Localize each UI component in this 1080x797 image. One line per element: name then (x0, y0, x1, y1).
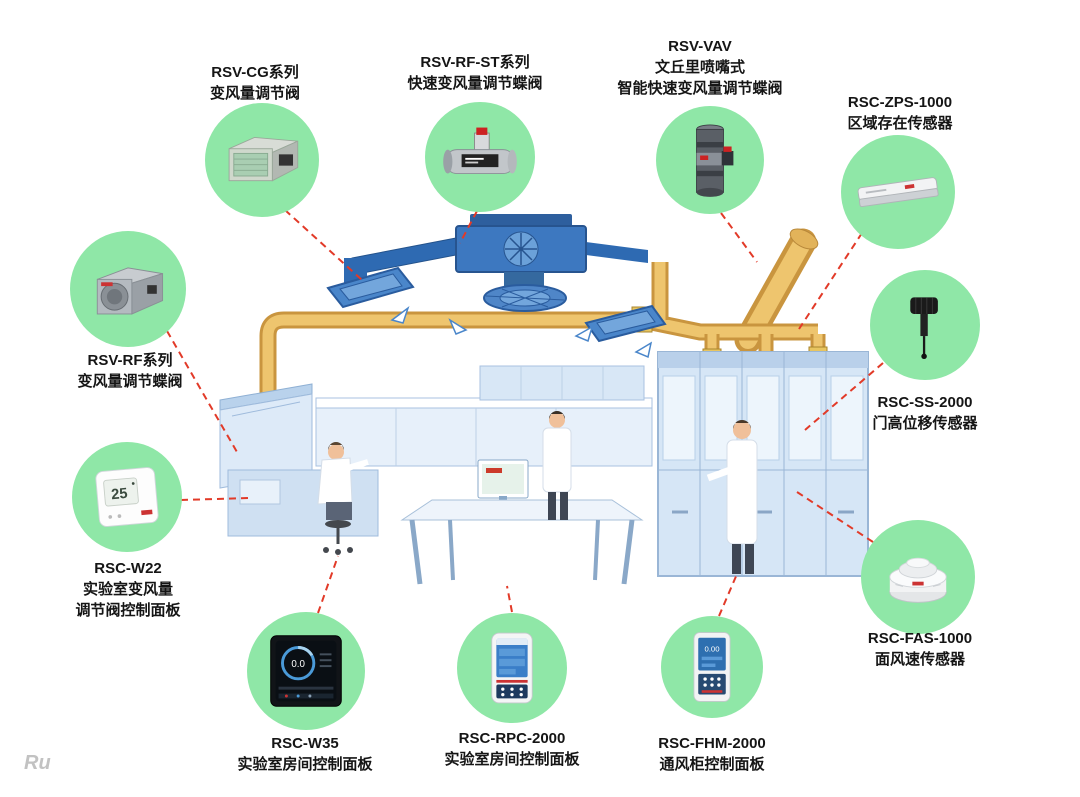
product-image-rsc-zps-1000 (841, 135, 955, 249)
connector-rsc-zps (798, 232, 863, 330)
rsc-zps-sensor-icon (857, 177, 939, 208)
rsv-cg-damper-icon (228, 136, 299, 182)
product-desc: 变风量调节蝶阀 (77, 373, 183, 390)
product-image-rsv-rf (70, 231, 186, 347)
w35-value-display: 0.0 (291, 659, 305, 670)
product-image-rsv-cg (205, 103, 319, 217)
rsv-vav-venturi-icon (696, 124, 734, 197)
product-desc: 文丘里喷嘴式 (654, 59, 746, 76)
product-name: RSV-RF-ST系列 (420, 54, 530, 71)
connector-rsc-w22 (180, 497, 251, 501)
label-rsv-vav: RSV-VAV 文丘里喷嘴式 智能快速变风量调节蝶阀 (617, 36, 782, 99)
label-rsc-fhm-2000: RSC-FHM-2000 通风柜控制面板 (658, 733, 766, 775)
product-desc: 快速变风量调节蝶阀 (407, 75, 543, 92)
label-rsc-w35: RSC-W35 实验室房间控制面板 (237, 733, 372, 775)
fhm-value-display: 0.00 (704, 645, 719, 654)
connector-rsc-rpc (506, 585, 513, 613)
connector-rsc-fhm (718, 573, 738, 617)
rsv-rf-damper-icon (96, 267, 164, 315)
product-image-rsv-rf-st (425, 102, 535, 212)
product-desc2: 调节阀控制面板 (75, 602, 181, 619)
person-standing-center (542, 411, 572, 520)
product-image-rsc-fhm-2000: 0.00 (661, 616, 763, 718)
product-desc: 实验室房间控制面板 (444, 751, 580, 768)
product-image-rsc-w35: 0.0 (247, 612, 365, 730)
connector-rsc-ss (804, 362, 884, 431)
connector-rsv-rf-st (459, 210, 478, 244)
product-name: RSV-VAV (668, 38, 732, 55)
label-rsc-rpc-2000: RSC-RPC-2000 实验室房间控制面板 (444, 728, 579, 770)
label-rsv-rf: RSV-RF系列 变风量调节蝶阀 (77, 350, 182, 392)
product-name: RSC-ZPS-1000 (847, 94, 953, 111)
airflow-arrows (390, 305, 653, 359)
product-name: RSC-SS-2000 (877, 394, 973, 411)
connector-rsc-fas (796, 491, 874, 543)
product-name: RSC-RPC-2000 (458, 730, 566, 747)
ceiling-diffusers (326, 266, 667, 343)
rsc-w35-panel-icon: 0.0 (270, 635, 342, 707)
connector-rsc-w35 (317, 555, 339, 614)
product-desc: 实验室房间控制面板 (237, 756, 373, 773)
product-desc: 区域存在传感器 (847, 115, 953, 132)
product-image-rsc-w22: 25 (72, 442, 182, 552)
person-sitting-left (317, 442, 369, 555)
product-name: RSC-W22 (94, 560, 162, 577)
w22-temp-display: 25 (111, 486, 129, 503)
product-name: RSV-CG系列 (211, 64, 299, 81)
product-image-rsv-vav (656, 106, 764, 214)
rsv-rf-st-damper-icon (443, 127, 517, 175)
product-image-rsc-ss-2000 (870, 270, 980, 380)
label-rsc-ss-2000: RSC-SS-2000 门高位移传感器 (872, 392, 977, 434)
connector-rsv-cg (284, 209, 363, 281)
label-rsc-zps-1000: RSC-ZPS-1000 区域存在传感器 (847, 92, 952, 134)
product-image-rsc-rpc-2000 (457, 613, 567, 723)
product-desc: 变风量调节阀 (209, 85, 301, 102)
product-desc: 面风速传感器 (874, 651, 966, 668)
watermark-text: Ru (24, 752, 51, 774)
person-standing-right (706, 420, 758, 574)
product-desc2: 智能快速变风量调节蝶阀 (617, 80, 783, 97)
product-name: RSC-W35 (271, 735, 339, 752)
product-desc: 门高位移传感器 (872, 415, 978, 432)
rsc-fas-sensor-icon (889, 557, 947, 603)
label-rsc-w22: RSC-W22 实验室变风量 调节阀控制面板 (75, 558, 180, 621)
lab-benches (219, 365, 653, 537)
label-rsv-rf-st: RSV-RF-ST系列 快速变风量调节蝶阀 (407, 52, 542, 94)
rsc-ss-sensor-icon (910, 297, 938, 360)
center-table (400, 459, 644, 585)
product-desc: 实验室变风量 (82, 581, 174, 598)
label-rsv-cg: RSV-CG系列 变风量调节阀 (210, 62, 300, 104)
rsc-w22-panel-icon: 25 (95, 467, 159, 527)
connector-rsv-vav (720, 212, 758, 263)
fume-hood-bank (657, 351, 869, 577)
product-name: RSC-FHM-2000 (658, 735, 766, 752)
product-desc: 通风柜控制面板 (659, 756, 765, 773)
product-name: RSC-FAS-1000 (867, 630, 973, 647)
product-name: RSV-RF系列 (87, 352, 173, 369)
rsc-rpc-panel-icon (491, 632, 533, 704)
product-image-rsc-fas-1000 (861, 520, 975, 634)
rsc-fhm-panel-icon: 0.00 (693, 632, 731, 702)
label-rsc-fas-1000: RSC-FAS-1000 面风速传感器 (868, 628, 972, 670)
